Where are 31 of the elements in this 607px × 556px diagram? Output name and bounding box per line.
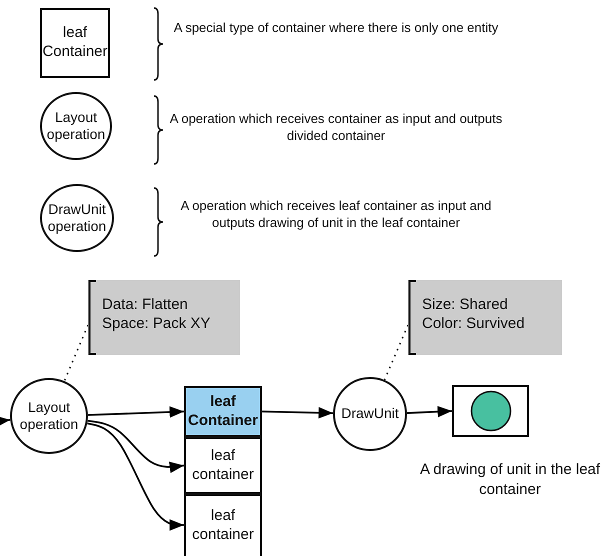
node-label: leaf container xyxy=(191,446,255,484)
unit-drawing xyxy=(452,385,529,437)
node-label: leaf container xyxy=(191,507,255,545)
node-label: leaf Container xyxy=(42,24,108,62)
node-label: Layout operation xyxy=(46,108,106,144)
node-label: Layout operation xyxy=(18,398,80,434)
arrow xyxy=(88,420,184,474)
container-box xyxy=(184,386,262,437)
arrow xyxy=(88,406,184,418)
leader-line xyxy=(384,324,409,380)
leader-line xyxy=(64,324,89,382)
note-text: Color: Survived xyxy=(422,314,525,334)
note-text: Data: Flatten xyxy=(102,296,188,315)
arrow xyxy=(0,416,10,428)
note-text: Space: Pack XY xyxy=(102,314,210,334)
container-box xyxy=(184,494,262,556)
note-box xyxy=(408,280,562,355)
node-label: leaf Container xyxy=(186,392,259,430)
description-text: A special type of container where there is only one entity xyxy=(172,20,500,37)
description-text: A operation which receives leaf container as input and outputs drawing of unit in the leaf container xyxy=(180,198,492,232)
container-box xyxy=(40,8,110,78)
arrow xyxy=(262,407,334,419)
description-text: A operation which receives container as input and outputs divided container xyxy=(168,111,504,145)
note-box xyxy=(88,280,240,355)
arrow xyxy=(406,406,452,418)
node-label: DrawUnit xyxy=(341,405,399,423)
container-box xyxy=(184,437,262,494)
note-text: Size: Shared xyxy=(422,296,508,315)
node-label: DrawUnit operation xyxy=(46,200,108,236)
arrow xyxy=(87,422,184,531)
caption-text: A drawing of unit in the leaf container xyxy=(418,460,602,499)
